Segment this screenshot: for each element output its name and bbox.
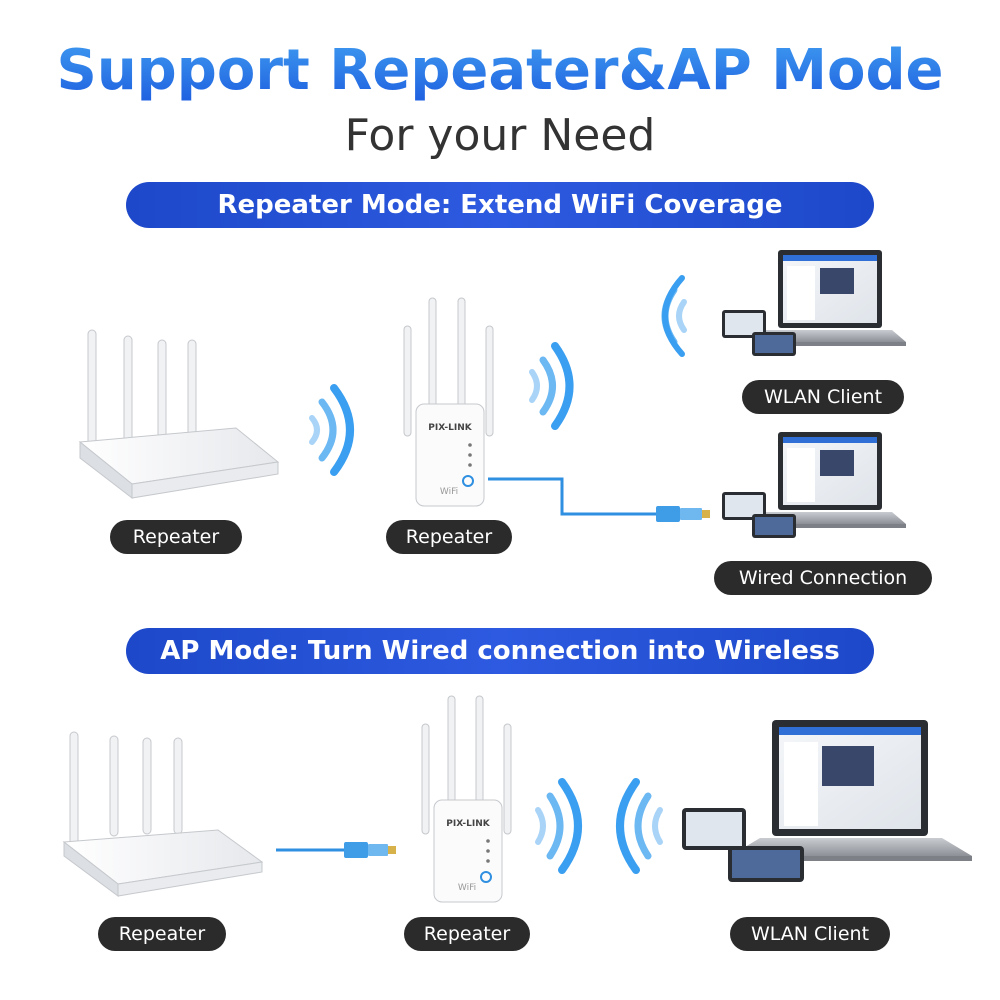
wifi-signal-icon [661, 275, 687, 357]
router-icon [62, 731, 264, 897]
ethernet-cable-icon [488, 477, 710, 522]
brand-label: PIX-LINK [428, 423, 473, 433]
wired-connection-label: Wired Connection [714, 561, 932, 595]
wifi-signal-icon [616, 778, 663, 874]
wlan-client-label: WLAN Client [730, 917, 890, 951]
extender-device-icon: PIX-LINK WiFi [403, 297, 494, 507]
router-label: Repeater [110, 520, 242, 554]
repeater-mode-banner: Repeater Mode: Extend WiFi Coverage [126, 182, 874, 228]
router-icon [78, 329, 280, 500]
laptop-icon [722, 432, 906, 538]
wifi-signal-icon [309, 384, 354, 476]
wifi-signal-icon [529, 342, 574, 430]
extender-device-icon: PIX-LINK WiFi [421, 695, 512, 903]
wifi-signal-icon [535, 778, 582, 874]
ethernet-cable-icon [276, 842, 396, 858]
laptop-icon [682, 720, 972, 882]
wifi-logo: WiFi [440, 487, 458, 497]
extender-label: Repeater [386, 520, 512, 554]
router-label: Repeater [98, 917, 226, 951]
ap-mode-banner: AP Mode: Turn Wired connection into Wire… [126, 628, 874, 674]
laptop-icon [722, 250, 906, 356]
page-subtitle: For your Need [344, 110, 656, 161]
wlan-client-label: WLAN Client [742, 380, 904, 414]
wifi-logo: WiFi [458, 883, 476, 893]
extender-label: Repeater [404, 917, 530, 951]
brand-label: PIX-LINK [446, 819, 491, 829]
page-title: Support Repeater&AP Mode [0, 38, 1000, 103]
